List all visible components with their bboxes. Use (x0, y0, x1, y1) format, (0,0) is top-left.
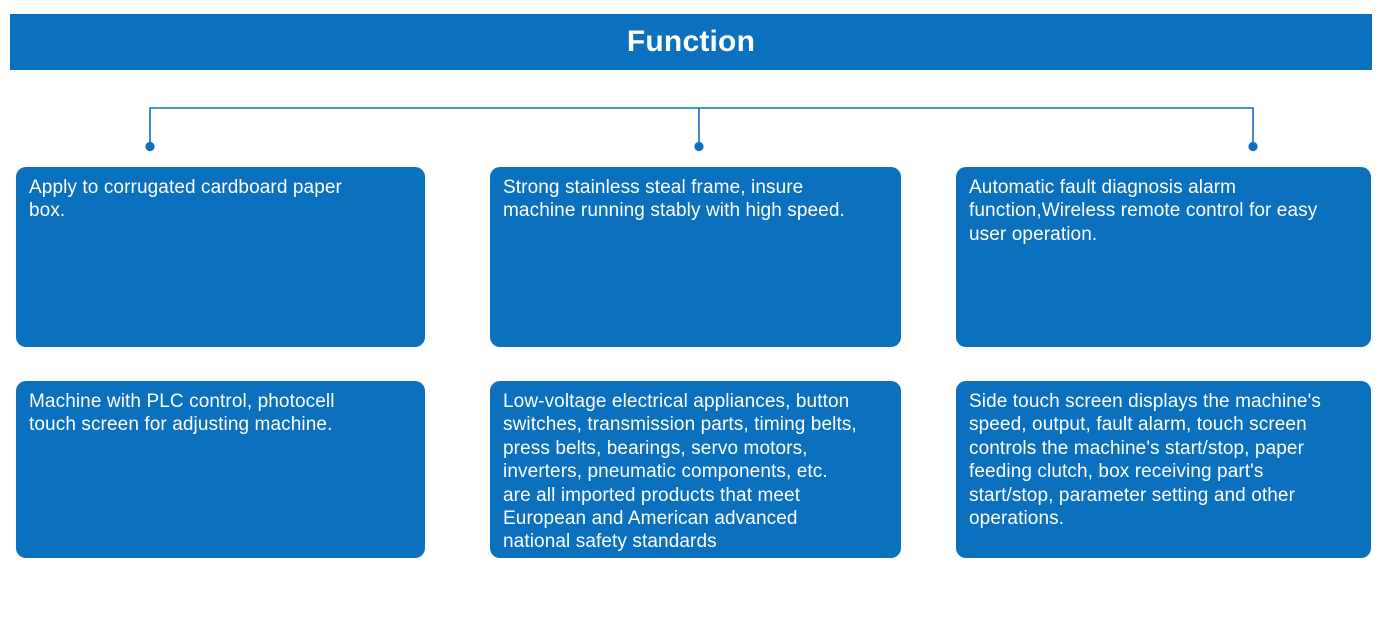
connector-dot (1248, 141, 1258, 152)
feature-card: Low-voltage electrical appliances, butto… (490, 381, 901, 558)
feature-card: Automatic fault diagnosis alarm function… (956, 167, 1371, 347)
connector-dot (145, 141, 155, 152)
feature-card: Apply to corrugated cardboard paper box. (16, 167, 425, 347)
connector-dot (694, 141, 704, 152)
page-title: Function (626, 25, 756, 58)
feature-card: Machine with PLC control, photocell touc… (16, 381, 425, 558)
header-banner: Function (10, 14, 1372, 70)
feature-card-text: Low-voltage electrical appliances, butto… (503, 391, 857, 553)
feature-card-text: Machine with PLC control, photocell touc… (29, 391, 335, 436)
feature-card-text: Automatic fault diagnosis alarm function… (969, 177, 1318, 245)
feature-card-text: Apply to corrugated cardboard paper box. (29, 177, 342, 222)
connector-bracket-line (149, 107, 1254, 142)
feature-card: Side touch screen displays the machine's… (956, 381, 1371, 558)
feature-card: Strong stainless steal frame, insure mac… (490, 167, 901, 347)
feature-card-text: Strong stainless steal frame, insure mac… (503, 177, 845, 222)
feature-card-text: Side touch screen displays the machine's… (969, 391, 1321, 530)
